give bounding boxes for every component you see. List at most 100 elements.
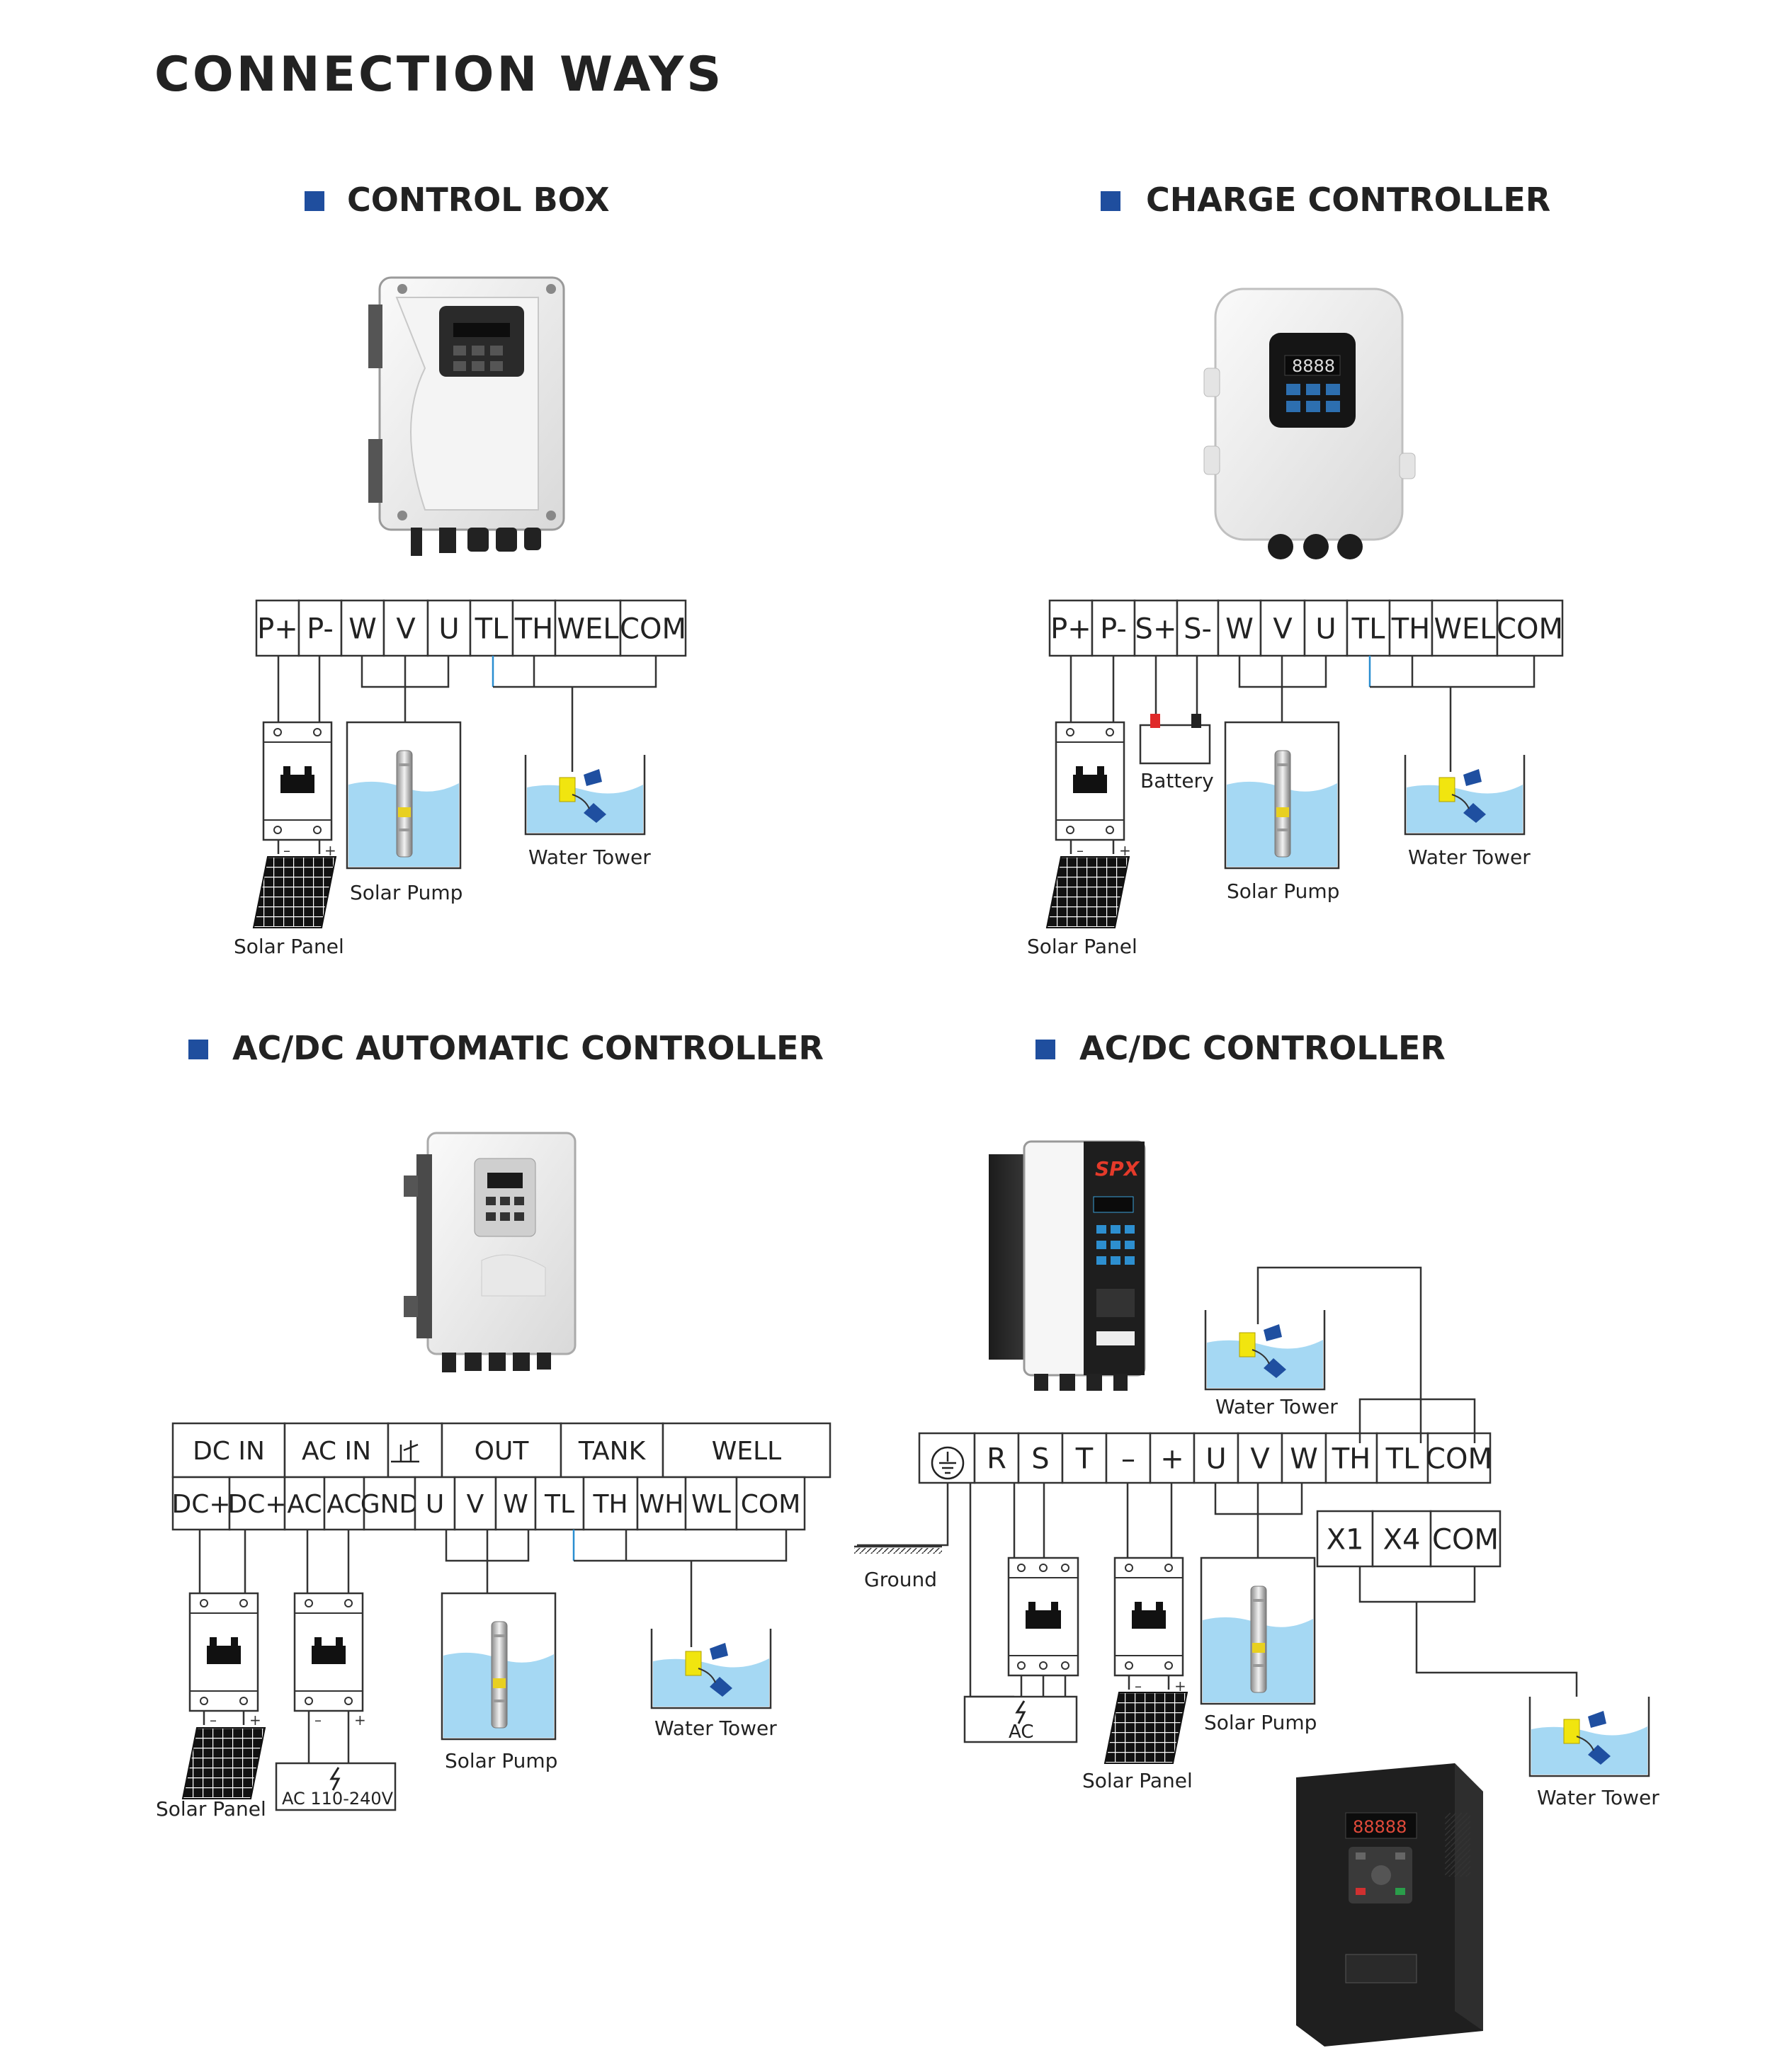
- terminal-cell: [228, 1476, 286, 1531]
- solar-pump-icon: [1224, 721, 1340, 870]
- page-title: CONNECTION WAYS: [154, 47, 724, 103]
- terminal-cell: [619, 599, 687, 657]
- terminal-label: WEL: [1434, 613, 1496, 645]
- terminal-label: U: [426, 1490, 444, 1519]
- vfd-inverter-device: 88888: [1296, 1763, 1483, 2047]
- display-readout: 8888: [1292, 356, 1335, 376]
- plus-sign: +: [1174, 1678, 1186, 1695]
- ground-symbol: [854, 1545, 942, 1554]
- breaker-icon: [188, 1592, 259, 1712]
- solar-pump-icon: [1200, 1556, 1316, 1705]
- terminal-cell: [1061, 1432, 1108, 1484]
- water-tower-label: Water Tower: [528, 846, 651, 869]
- solar-pump-label: Solar Pump: [1204, 1711, 1317, 1734]
- terminal-label: DC+: [171, 1490, 230, 1519]
- water-tower-label: Water Tower: [1215, 1395, 1338, 1418]
- terminal-label: V: [396, 613, 416, 645]
- terminal-label: U: [1315, 613, 1336, 645]
- water-tower-label: Water Tower: [654, 1717, 777, 1740]
- water-tower-icon: [1528, 1695, 1650, 1777]
- terminal-cell: [387, 1422, 443, 1479]
- terminal-label: W: [1290, 1442, 1318, 1475]
- terminal-cell: [554, 599, 622, 657]
- water-tower-icon: [524, 753, 646, 836]
- terminal-cell: [469, 599, 514, 657]
- water-tower-label: Water Tower: [1537, 1786, 1659, 1809]
- plus-sign: +: [249, 1712, 261, 1729]
- plus-sign: +: [1119, 842, 1131, 859]
- section-title: AC/DC CONTROLLER: [1079, 1029, 1446, 1067]
- terminal-label: AC: [287, 1490, 322, 1519]
- terminal-label: S-: [1184, 613, 1212, 645]
- terminal-label: COM: [741, 1490, 801, 1519]
- terminal-label: GND: [361, 1490, 419, 1519]
- terminal-label: R: [987, 1442, 1006, 1475]
- plus-sign: +: [324, 842, 336, 859]
- terminal-label: W: [348, 613, 377, 645]
- terminal-label: P-: [1100, 613, 1127, 645]
- section-bullet-icon: [188, 1040, 208, 1059]
- ac-breaker-icon: [1007, 1556, 1079, 1677]
- acdc-controller-device: SPX: [989, 1140, 1146, 1391]
- water-tower-icon: [1204, 1309, 1326, 1391]
- terminal-label: COM: [1432, 1523, 1499, 1556]
- solar-panel-label: Solar Panel: [234, 935, 344, 958]
- terminal-label: P+: [1050, 613, 1091, 645]
- terminal-cell: [171, 1476, 231, 1531]
- terminal-label: S+: [1135, 613, 1177, 645]
- terminal-cell: [1316, 1510, 1374, 1568]
- terminal-cell: [973, 1432, 1020, 1484]
- terminal-label: TL: [544, 1490, 574, 1519]
- minus-sign: –: [314, 1712, 322, 1729]
- terminal-cell: [1091, 599, 1136, 657]
- terminal-label: TH: [1391, 613, 1431, 645]
- ac-voltage-label: AC 110-240V: [282, 1789, 394, 1809]
- breaker-icon: [293, 1592, 364, 1712]
- terminal-cell: [1426, 1432, 1492, 1484]
- solar-pump-icon: [441, 1592, 557, 1741]
- terminal-label: W: [503, 1490, 528, 1519]
- terminal-label: P-: [307, 613, 334, 645]
- minus-sign: –: [283, 842, 290, 859]
- terminal-cell: [735, 1476, 806, 1531]
- breaker-icon: [1113, 1556, 1184, 1677]
- solar-panel-label: Solar Panel: [156, 1797, 266, 1821]
- terminal-label: WH: [640, 1490, 684, 1519]
- terminal-cell: [1048, 599, 1094, 657]
- terminal-label: TH: [514, 613, 554, 645]
- terminal-label: V: [467, 1490, 484, 1519]
- acdc-automatic-device: [404, 1132, 577, 1372]
- solar-panel-icon: [1104, 1692, 1188, 1764]
- solar-pump-label: Solar Pump: [445, 1749, 557, 1772]
- terminal-cell: [582, 1476, 639, 1531]
- solar-panel-label: Solar Panel: [1027, 935, 1137, 958]
- terminal-cell: [1496, 599, 1564, 657]
- solar-pump-icon: [346, 721, 462, 870]
- terminal-label: TH: [1332, 1442, 1371, 1475]
- minus-sign: –: [210, 1712, 217, 1729]
- minus-sign: –: [1135, 1678, 1142, 1695]
- solar-pump-label: Solar Pump: [350, 881, 462, 904]
- terminal-label: OUT: [475, 1437, 530, 1466]
- terminal-cell: [171, 1422, 286, 1479]
- lightning-icon: [329, 1767, 341, 1791]
- control-box-device: [368, 276, 565, 556]
- terminal-label: AC IN: [302, 1437, 371, 1466]
- terminal-cell: [323, 1476, 365, 1531]
- terminal-label: TH: [592, 1490, 628, 1519]
- terminal-label: W: [1225, 613, 1254, 645]
- water-tower-icon: [650, 1627, 772, 1709]
- solar-pump-label: Solar Pump: [1227, 880, 1339, 903]
- terminal-cell: [453, 1476, 497, 1531]
- terminal-cell: [1303, 599, 1349, 657]
- section-bullet-icon: [305, 191, 324, 211]
- brand-logo: SPX: [1095, 1157, 1140, 1180]
- section-bullet-icon: [1101, 191, 1120, 211]
- solar-panel-icon: [1046, 856, 1130, 928]
- terminal-label: COM: [1497, 613, 1563, 645]
